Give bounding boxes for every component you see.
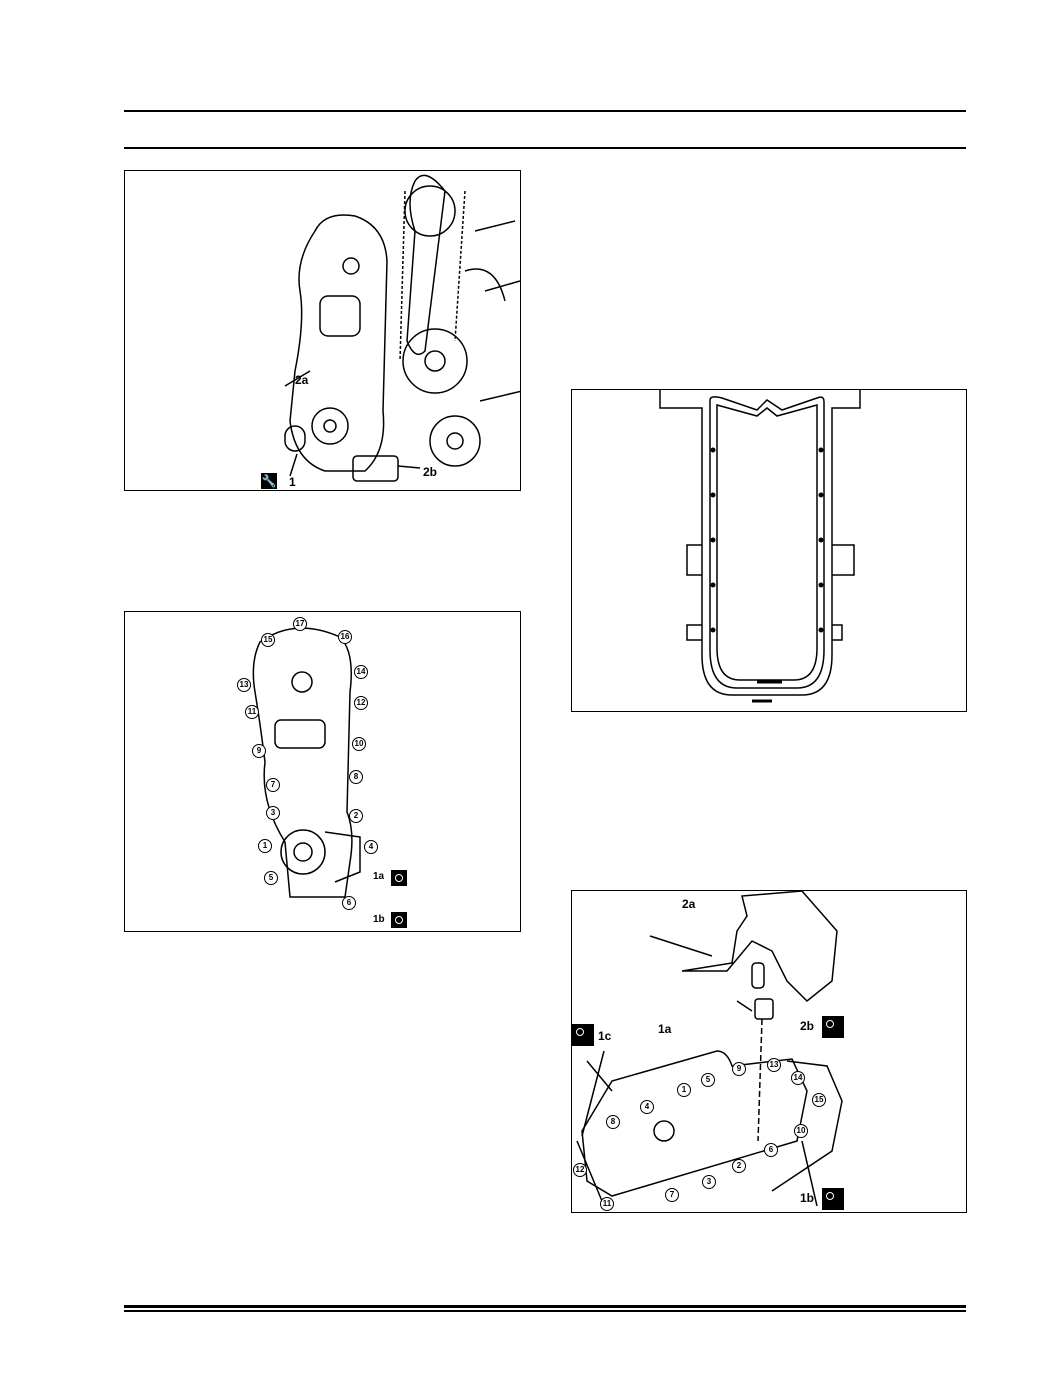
bolt-number: 14 xyxy=(354,665,368,679)
bolt-number: 8 xyxy=(349,770,363,784)
sump-bracket-illustration xyxy=(576,891,843,1207)
bolt-number: 1 xyxy=(677,1083,691,1097)
bolt-number: 8 xyxy=(606,1115,620,1129)
callout-1b: 1b xyxy=(373,914,385,925)
bolt-number: 3 xyxy=(702,1175,716,1189)
header-rule-top xyxy=(124,110,966,112)
callout-2a: 2a xyxy=(682,897,696,911)
bolt-number: 16 xyxy=(338,630,352,644)
wrench-icon: 🔧 xyxy=(261,473,277,489)
engine-timing-illustration xyxy=(284,174,520,482)
figure-timing-cover-tightening-sequence: 17 15 16 14 13 12 11 10 9 8 7 3 2 1 4 5 … xyxy=(124,611,521,932)
torque-angle-icon xyxy=(822,1016,844,1038)
bolt-number: 12 xyxy=(573,1163,587,1177)
bolt-number: 15 xyxy=(812,1093,826,1107)
figure-timing-cover-engine: 2a 2b 🔧 1 xyxy=(124,170,521,491)
callout-1a: 1a xyxy=(373,871,385,882)
bolt-number: 6 xyxy=(764,1143,778,1157)
bolt-number: 2 xyxy=(349,809,363,823)
callout-1a: 1a xyxy=(658,1022,672,1036)
torque-angle-icon xyxy=(391,912,407,928)
bolt-number: 4 xyxy=(364,840,378,854)
bolt-number: 13 xyxy=(237,678,251,692)
bolt-number: 5 xyxy=(701,1073,715,1087)
bolt-number: 5 xyxy=(264,871,278,885)
callout-2b: 2b xyxy=(800,1019,815,1033)
bolt-number: 13 xyxy=(767,1058,781,1072)
bolt-number: 6 xyxy=(342,896,356,910)
bolt-number: 12 xyxy=(354,696,368,710)
bolt-number: 10 xyxy=(352,737,366,751)
header-rule-bottom xyxy=(124,147,966,149)
callout-1b: 1b xyxy=(800,1191,815,1205)
figure-sump-tightening-sequence: 2a 2b 1c 1a 9 13 14 15 5 1 4 8 10 6 2 3 … xyxy=(571,890,967,1213)
bolt-number: 10 xyxy=(794,1124,808,1138)
bolt-number: 11 xyxy=(600,1197,614,1211)
footer-rule-thin xyxy=(124,1310,966,1312)
timing-cover-illustration xyxy=(252,627,361,898)
bolt-number: 3 xyxy=(266,806,280,820)
callout-2b: 2b xyxy=(423,465,438,479)
torque-angle-icon xyxy=(822,1188,844,1210)
callout-1: 1 xyxy=(289,475,296,489)
bolt-number: 11 xyxy=(245,705,259,719)
bolt-number: 7 xyxy=(266,778,280,792)
bolt-number: 7 xyxy=(665,1188,679,1202)
callout-1c: 1c xyxy=(598,1029,612,1043)
footer-rule-thick xyxy=(124,1305,966,1308)
bolt-number: 15 xyxy=(261,633,275,647)
sump-gasket-illustration xyxy=(659,390,861,703)
callout-2a: 2a xyxy=(295,373,309,387)
bolt-number: 9 xyxy=(732,1062,746,1076)
bolt-number: 14 xyxy=(791,1071,805,1085)
bolt-number: 4 xyxy=(640,1100,654,1114)
bolt-number: 9 xyxy=(252,744,266,758)
torque-angle-icon xyxy=(391,870,407,886)
figure-oil-sump-gasket xyxy=(571,389,967,712)
torque-angle-icon xyxy=(572,1024,594,1046)
bolt-number: 17 xyxy=(293,617,307,631)
bolt-number: 2 xyxy=(732,1159,746,1173)
bolt-number: 1 xyxy=(258,839,272,853)
